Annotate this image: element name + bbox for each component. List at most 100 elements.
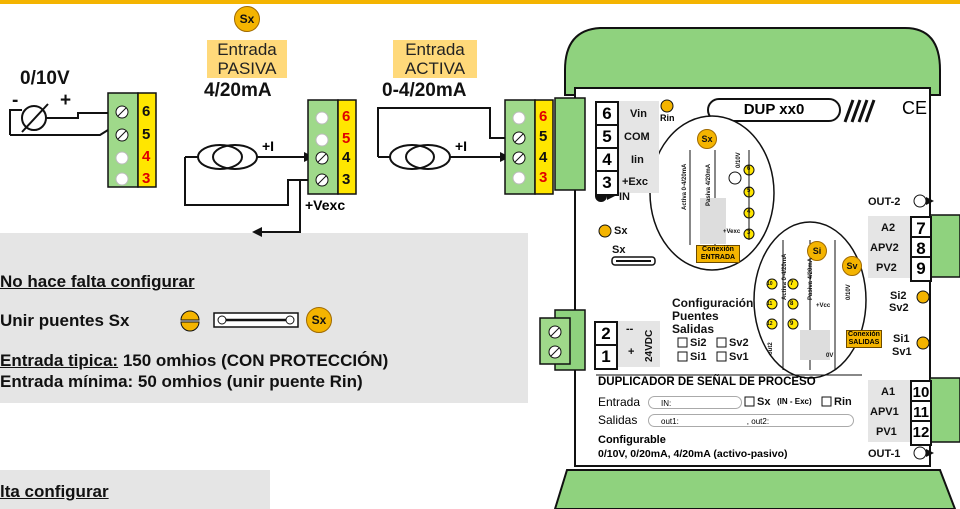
check-si1: Si1 — [690, 351, 707, 363]
plus-sign: + — [60, 90, 72, 111]
label-a1: A1 — [881, 386, 896, 398]
terminal-block-2 — [307, 99, 357, 195]
check-si2: Si2 — [690, 337, 707, 349]
salidas-label: Salidas — [598, 413, 638, 427]
sv2-label: Sv2 — [889, 302, 909, 314]
power-minus: -- — [626, 323, 634, 335]
oval2-pin-10: 10 — [767, 281, 773, 287]
t2-num-3: 3 — [342, 171, 351, 188]
oval2-out2: out2 — [768, 342, 774, 355]
oval2-pasiva: Pasiva 4/20mA — [808, 257, 814, 300]
right-lower-label-panel — [868, 380, 910, 442]
dev-left-label-panel — [619, 101, 659, 193]
oval2-activa: Activa 0-4/20mA — [782, 253, 788, 300]
oval1-pin-5: 5 — [747, 188, 751, 194]
rin-checkbox-label: Rin — [834, 396, 852, 408]
oval2-vcc: +Vcc — [816, 303, 831, 309]
oval2-0v: 0V — [826, 353, 834, 359]
sx-badge-notes-icon: Sx — [306, 307, 332, 333]
oval2-sv-icon: Sv — [842, 256, 862, 276]
check-sv1: Sv1 — [729, 351, 749, 363]
config-line2: Puentes — [672, 309, 719, 323]
t1-num-4: 4 — [142, 148, 151, 165]
oval2-pin-7: 7 — [790, 281, 794, 287]
terminal-block-1 — [107, 92, 157, 188]
label-a2: A2 — [881, 222, 896, 234]
activa-tag-line1: Entrada — [393, 40, 477, 59]
ce-mark: CE — [902, 98, 928, 118]
pasiva-range: 4/20mA — [204, 80, 272, 101]
oval2-pin-11: 11 — [767, 301, 773, 307]
minus-sign: - — [12, 90, 19, 111]
t2-num-4: 4 — [342, 149, 351, 166]
si2-label: Si2 — [890, 290, 907, 302]
terminal-block-3 — [504, 99, 554, 195]
oval1-conexion-entrada: Conexión ENTRADA — [696, 245, 740, 263]
sx-label-1: Sx — [614, 225, 628, 237]
oval1-pin-3: 3 — [747, 230, 751, 236]
dev-term-9: 9 — [910, 256, 932, 282]
voltage-source-symbol — [9, 103, 109, 136]
dev-term-6: 6 — [595, 101, 619, 127]
power-plus: + — [628, 346, 635, 358]
config-line1: Configuración — [672, 296, 754, 310]
in-exc-label: (IN - Exc) — [777, 397, 812, 406]
entrada-label: Entrada — [598, 395, 641, 409]
power-label-panel — [618, 321, 660, 367]
t1-num-5: 5 — [142, 126, 151, 143]
oval2-conexion-salidas: Conexión SALIDAS — [846, 330, 882, 348]
t2-num-5: 5 — [342, 130, 351, 147]
config-line3: Salidas — [672, 322, 715, 336]
current-label-passive: +I — [262, 138, 275, 154]
out1-label: OUT-1 — [868, 448, 901, 460]
vexc-label: +Vexc — [305, 197, 346, 213]
dev-label-vin: Vin — [630, 108, 647, 120]
oval1-pin-6: 6 — [747, 166, 751, 172]
notes-panel-bottom — [0, 470, 270, 509]
top-accent-bar — [0, 0, 960, 4]
sx-label-2: Sx — [612, 244, 626, 256]
pasiva-tag-line2: PASIVA — [207, 59, 287, 78]
out2-label: OUT-2 — [868, 196, 901, 208]
dev-term-12: 12 — [910, 420, 932, 446]
t1-num-6: 6 — [142, 103, 151, 120]
active-current-loop — [377, 107, 510, 170]
label-apv2: APV2 — [870, 242, 899, 254]
configurable-label: Configurable — [598, 434, 666, 446]
note-join-jumpers: Unir puentes Sx — [0, 311, 130, 330]
oval1-010v: 0/10V — [736, 152, 742, 168]
dev-label-com: COM — [624, 131, 650, 143]
pasiva-tag-line1: Entrada — [207, 40, 287, 59]
si1-label: Si1 — [893, 333, 910, 345]
oval2-010v: 0/10V — [846, 284, 852, 300]
oval2-pin-12: 12 — [767, 321, 773, 327]
sv1-label: Sv1 — [892, 346, 912, 358]
t3-num-6: 6 — [539, 108, 548, 125]
in-label: IN — [619, 191, 630, 203]
dev-term-1: 1 — [594, 344, 618, 370]
sx-checkbox-label: Sx — [757, 396, 771, 408]
check-sv2: Sv2 — [729, 337, 749, 349]
device-title: DUPLICADOR DE SEÑAL DE PROCESO — [598, 376, 816, 388]
oval1-pin-4: 4 — [747, 209, 751, 215]
voltage-label: 0/10V — [20, 68, 70, 89]
device-model: DUP xx0 — [743, 101, 805, 118]
out-field[interactable]: out1:, out2: — [648, 414, 854, 427]
sx-jumper-symbol — [180, 310, 299, 332]
passive-current-loop — [184, 144, 314, 237]
oval1-pasiva: Pasiva 4/20mA — [706, 163, 712, 206]
activa-range: 0-4/20mA — [382, 80, 467, 101]
current-label-active: +I — [455, 138, 468, 154]
in-field[interactable]: IN: — [648, 396, 742, 409]
dev-term-2: 2 — [594, 321, 618, 347]
rin-label: Rin — [660, 113, 675, 123]
dev-term-7: 7 — [910, 216, 932, 242]
oval1-sx-icon: Sx — [697, 129, 717, 149]
power-24vdc: 24VDC — [644, 329, 655, 362]
note-typical-input: Entrada tipica: 150 omhios (CON PROTECCI… — [0, 351, 389, 370]
dev-term-5: 5 — [595, 124, 619, 150]
note-no-config: No hace falta configurar — [0, 272, 195, 291]
oval2-pin-9: 9 — [790, 321, 794, 327]
ranges-label: 0/10V, 0/20mA, 4/20mA (activo-pasivo) — [598, 448, 788, 460]
t3-num-3: 3 — [539, 169, 548, 186]
